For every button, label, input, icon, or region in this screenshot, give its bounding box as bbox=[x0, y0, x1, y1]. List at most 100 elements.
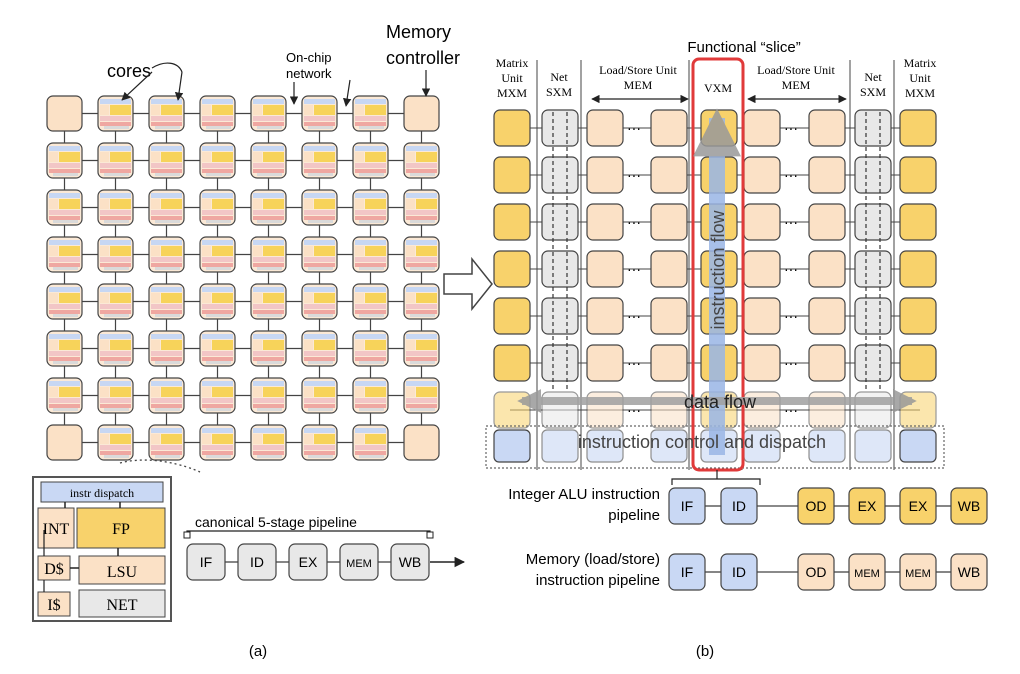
canonical-stage-label: ID bbox=[250, 554, 264, 570]
core-stripe-mem bbox=[406, 310, 437, 314]
mem-unit bbox=[586, 203, 624, 241]
mxm-unit bbox=[493, 156, 531, 194]
core-stripe-fp bbox=[110, 199, 131, 209]
core-stripe-dispatch bbox=[202, 334, 233, 339]
core-stripe-dispatch bbox=[304, 381, 335, 386]
mem-unit bbox=[650, 250, 688, 288]
core-stripe-dispatch bbox=[49, 287, 80, 292]
core-stripe-int bbox=[355, 246, 364, 256]
core-stripe-net bbox=[359, 267, 384, 270]
core-stripe-net bbox=[257, 267, 282, 270]
core-stripe-int bbox=[151, 199, 160, 209]
core-node bbox=[46, 330, 83, 367]
core-node bbox=[148, 330, 185, 367]
core-stripe-int bbox=[355, 434, 364, 444]
core-stripe-net bbox=[257, 126, 282, 129]
core-stripe-mem bbox=[100, 169, 131, 173]
core-stripe-int bbox=[202, 105, 211, 115]
core-stripe-net bbox=[308, 126, 333, 129]
core-stripe-int bbox=[151, 105, 160, 115]
pipeline-title: canonical 5-stage pipeline bbox=[195, 514, 357, 530]
core-stripe-fp bbox=[314, 246, 335, 256]
core-node bbox=[301, 142, 338, 179]
core-stripe-dispatch bbox=[304, 146, 335, 151]
core-stripe-dispatch bbox=[151, 428, 182, 433]
core-stripe-lsu bbox=[355, 351, 386, 356]
core-node bbox=[148, 142, 185, 179]
core-stripe-fp bbox=[110, 387, 131, 397]
net-unit bbox=[854, 109, 892, 147]
core-stripe-net bbox=[53, 173, 78, 176]
dispatch-unit bbox=[899, 429, 937, 463]
core-stripe-net bbox=[308, 455, 333, 458]
core-stripe-int bbox=[49, 246, 58, 256]
dispatch-unit bbox=[493, 429, 531, 463]
core-node bbox=[352, 377, 389, 414]
core-node bbox=[250, 330, 287, 367]
core-stripe-int bbox=[355, 387, 364, 397]
mem-right-h2: MEM bbox=[782, 78, 811, 92]
core-stripe-mem bbox=[49, 216, 80, 220]
core-stripe-mem bbox=[151, 216, 182, 220]
core-stripe-fp bbox=[365, 246, 386, 256]
core-node bbox=[403, 330, 440, 367]
dispatch-unit bbox=[650, 429, 688, 463]
memory-controller-node bbox=[403, 424, 440, 461]
core-stripe-mem bbox=[406, 357, 437, 361]
core-stripe-lsu bbox=[100, 445, 131, 450]
core-node bbox=[148, 283, 185, 320]
core-stripe-fp bbox=[314, 105, 335, 115]
core-stripe-dispatch bbox=[100, 240, 131, 245]
core-stripe-dispatch bbox=[253, 334, 284, 339]
mxm-unit bbox=[899, 156, 937, 194]
core-stripe-dispatch bbox=[253, 193, 284, 198]
core-stripe-net bbox=[104, 314, 129, 317]
core-stripe-lsu bbox=[202, 304, 233, 309]
core-stripe-mem bbox=[304, 216, 335, 220]
core-stripe-mem bbox=[202, 404, 233, 408]
core-node bbox=[250, 95, 287, 132]
mem-unit bbox=[808, 156, 846, 194]
core-stripe-dispatch bbox=[304, 287, 335, 292]
core-node bbox=[403, 377, 440, 414]
core-stripe-fp bbox=[161, 199, 182, 209]
core-stripe-int bbox=[151, 293, 160, 303]
core-grid bbox=[46, 95, 440, 461]
core-stripe-net bbox=[206, 126, 231, 129]
core-stripe-mem bbox=[202, 310, 233, 314]
core-stripe-fp bbox=[161, 387, 182, 397]
core-stripe-mem bbox=[253, 216, 284, 220]
core-stripe-int bbox=[355, 340, 364, 350]
core-stripe-lsu bbox=[100, 257, 131, 262]
ellipsis: ··· bbox=[784, 261, 798, 277]
mem-unit bbox=[586, 156, 624, 194]
net-unit bbox=[854, 203, 892, 241]
core-stripe-lsu bbox=[304, 445, 335, 450]
core-stripe-dispatch bbox=[253, 287, 284, 292]
core-stripe-fp bbox=[365, 387, 386, 397]
core-node bbox=[46, 283, 83, 320]
core-stripe-mem bbox=[151, 357, 182, 361]
core-node bbox=[97, 283, 134, 320]
core-stripe-mem bbox=[355, 357, 386, 361]
mem-unit bbox=[650, 297, 688, 335]
net-unit bbox=[541, 344, 579, 382]
memory-controller-node bbox=[46, 424, 83, 461]
core-stripe-dispatch bbox=[202, 428, 233, 433]
core-stripe-int bbox=[151, 387, 160, 397]
core-stripe-int bbox=[253, 293, 262, 303]
core-stripe-dispatch bbox=[355, 193, 386, 198]
core-stripe-lsu bbox=[49, 304, 80, 309]
core-stripe-lsu bbox=[304, 116, 335, 121]
mem-stage-box bbox=[720, 553, 758, 591]
core-stripe-fp bbox=[263, 340, 284, 350]
core-stripe-fp bbox=[314, 434, 335, 444]
net-unit bbox=[541, 156, 579, 194]
core-node bbox=[97, 95, 134, 132]
core-stripe-dispatch bbox=[100, 428, 131, 433]
core-stripe-fp bbox=[110, 246, 131, 256]
mem-stage-box bbox=[668, 553, 706, 591]
core-stripe-net bbox=[155, 314, 180, 317]
ellipsis: ··· bbox=[627, 120, 641, 136]
core-stripe-mem bbox=[406, 263, 437, 267]
